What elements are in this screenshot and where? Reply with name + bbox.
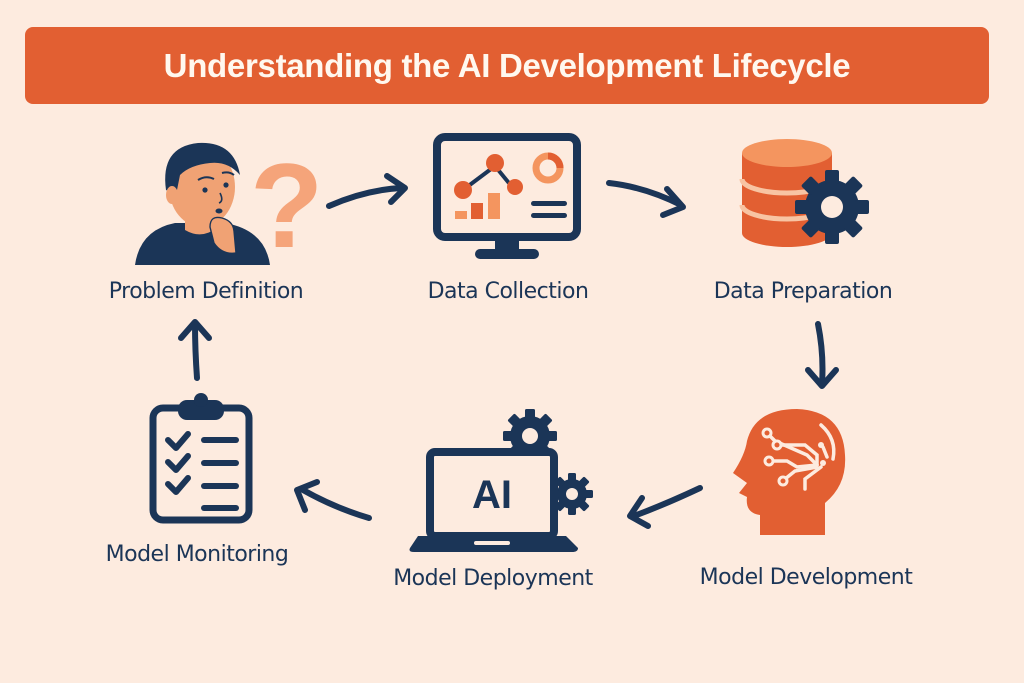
- thinking-person-question-icon: ?: [135, 139, 323, 273]
- arrow-right-icon: [606, 180, 686, 218]
- page-title: Understanding the AI Development Lifecyc…: [163, 46, 851, 84]
- stage-label-model-monitoring: Model Monitoring: [105, 542, 289, 567]
- database-gear-icon: [739, 139, 869, 247]
- svg-text:AI: AI: [472, 473, 512, 517]
- stage-label-data-preparation: Data Preparation: [713, 279, 893, 304]
- stage-label-model-development: Model Development: [699, 565, 913, 590]
- arrow-up-icon: [178, 319, 212, 381]
- arrow-left-icon: [627, 485, 703, 529]
- head-circuit-icon: [733, 409, 846, 535]
- title-banner: Understanding the AI Development Lifecyc…: [25, 27, 989, 104]
- arrow-down-icon: [805, 321, 839, 389]
- stage-label-model-deployment: Model Deployment: [393, 566, 593, 591]
- stage-label-problem-definition: Problem Definition: [108, 279, 304, 304]
- monitor-chart-icon: [433, 133, 581, 259]
- clipboard-checklist-icon: [149, 393, 253, 524]
- stage-label-data-collection: Data Collection: [427, 279, 589, 304]
- arrow-right-icon: [326, 173, 408, 209]
- arrow-left-icon: [294, 479, 372, 521]
- laptop-ai-gears-icon: AI: [409, 409, 593, 552]
